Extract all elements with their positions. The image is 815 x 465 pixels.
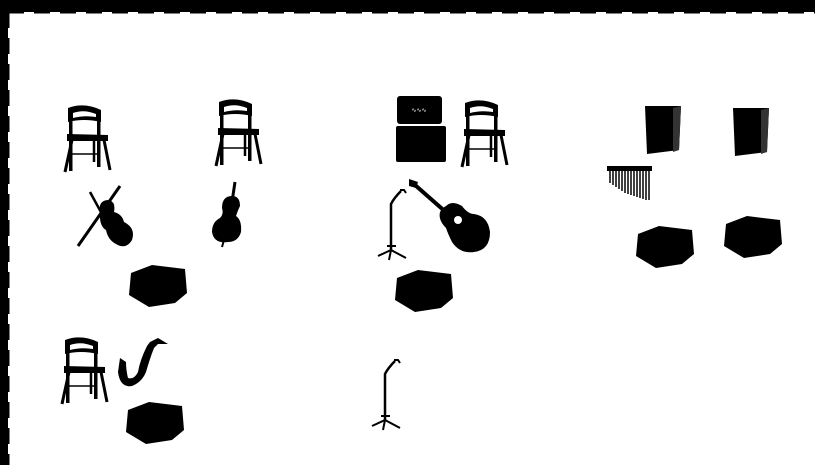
cajon-icon bbox=[645, 106, 681, 154]
cajon-icon bbox=[733, 108, 769, 156]
guitar-amp-icon: ∿∿∿ bbox=[396, 96, 446, 162]
svg-text:∿∿∿: ∿∿∿ bbox=[411, 108, 426, 114]
